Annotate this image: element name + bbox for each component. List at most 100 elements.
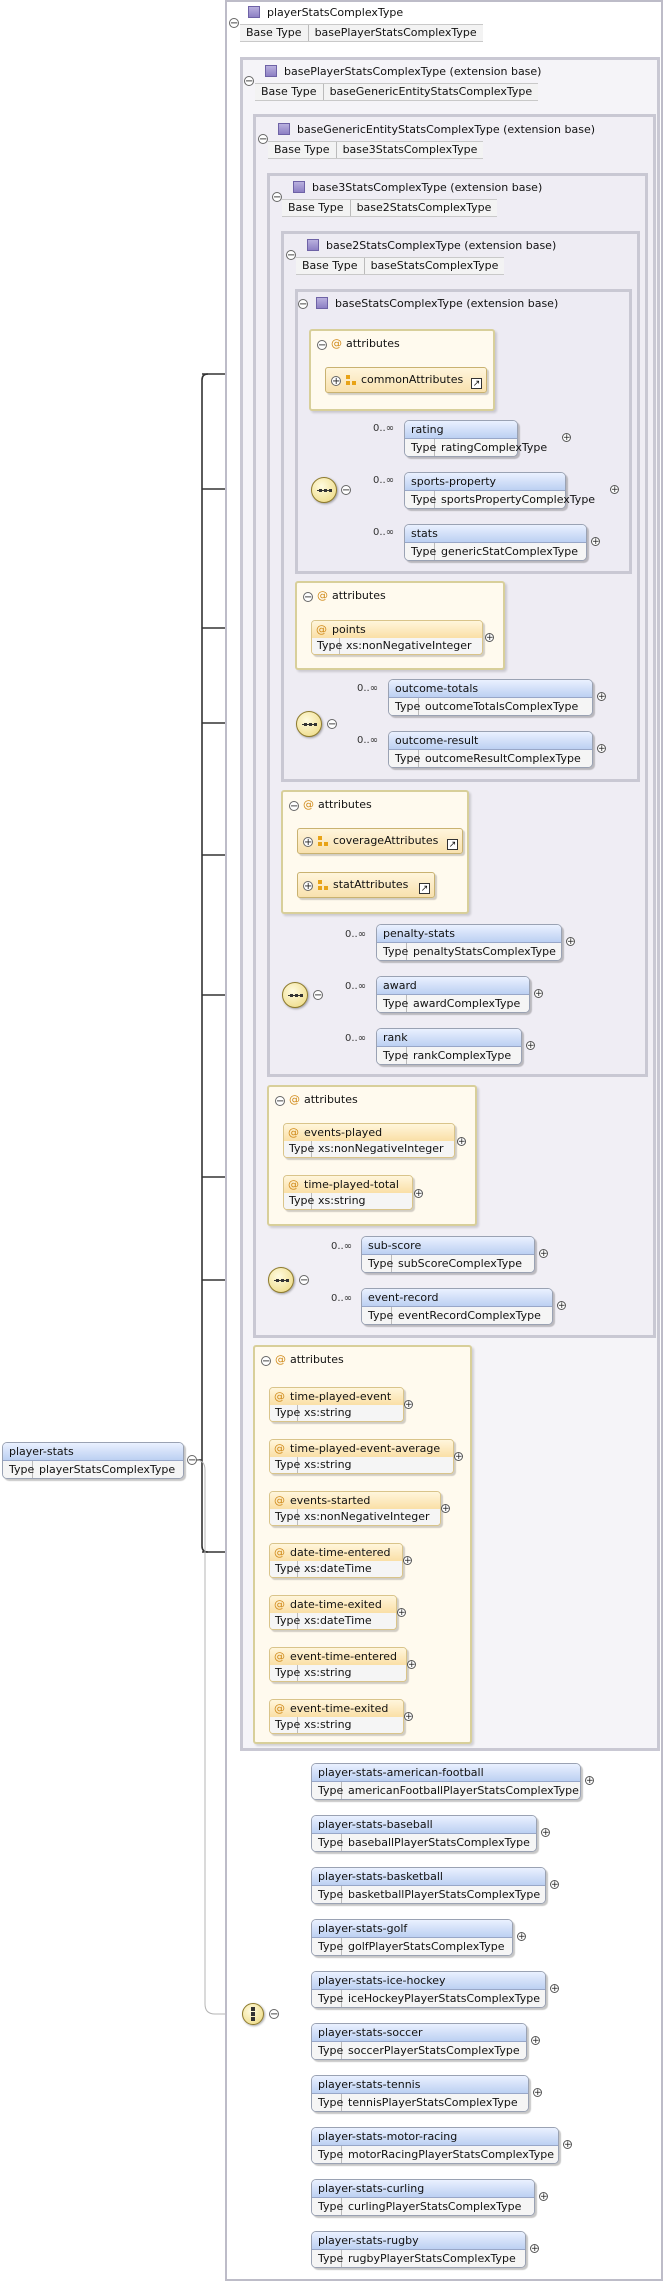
external-link-icon[interactable]: ↗ [447,839,458,850]
attributes-label: attributes [332,589,386,602]
collapse-toggle[interactable]: − [261,1356,271,1367]
expand-toggle[interactable]: + [597,744,606,754]
attribute-icon: @ [317,589,328,602]
expand-toggle[interactable]: + [585,1776,594,1786]
connector-line [195,1459,242,2015]
complex-type-icon [278,123,290,135]
expand-toggle[interactable]: + [530,2244,539,2254]
expand-toggle[interactable]: + [562,433,571,443]
expand-toggle[interactable]: + [533,2088,542,2098]
collapse-toggle[interactable]: − [341,485,351,496]
collapse-toggle[interactable]: − [244,76,254,87]
expand-toggle[interactable]: + [539,2192,548,2202]
nested-type-title: baseStatsComplexType (extension base) [313,295,558,312]
expand-toggle[interactable]: + [526,1041,535,1051]
expand-toggle[interactable]: + [397,1608,406,1618]
expand-toggle[interactable]: + [531,2036,540,2046]
expand-toggle[interactable]: + [563,2140,572,2150]
expand-toggle[interactable]: + [331,376,341,387]
complex-type-icon [265,65,277,77]
expand-toggle[interactable]: + [404,1712,413,1722]
attribute-group-ref[interactable]: + coverageAttributes ↗ [297,828,463,854]
base-type-value: baseGenericEntityStatsComplexType [329,85,533,98]
expand-toggle[interactable]: + [414,1189,423,1199]
collapse-toggle[interactable]: − [269,2009,279,2020]
external-link-icon[interactable]: ↗ [471,378,482,389]
expand-toggle[interactable]: + [303,881,313,892]
expand-toggle[interactable]: + [404,1400,413,1410]
expand-toggle[interactable]: + [457,1137,466,1147]
collapse-toggle[interactable]: − [289,801,299,812]
collapse-toggle[interactable]: − [327,719,337,730]
choice-icon [242,2003,264,2025]
expand-toggle[interactable]: + [454,1452,463,1462]
expand-toggle[interactable]: + [303,837,313,848]
expand-toggle[interactable]: + [517,1932,526,1942]
collapse-toggle[interactable]: − [272,192,282,203]
collapse-toggle[interactable]: − [229,18,239,29]
collapse-toggle[interactable]: − [299,1275,309,1286]
collapse-toggle[interactable]: − [313,990,323,1001]
expand-toggle[interactable]: + [407,1660,416,1670]
expand-toggle[interactable]: + [541,1828,550,1838]
expand-toggle[interactable]: + [534,989,543,999]
attribute-group-ref[interactable]: + statAttributes ↗ [297,872,435,898]
expand-toggle[interactable]: + [597,692,606,702]
collapse-toggle[interactable]: − [303,592,313,603]
expand-toggle[interactable]: + [566,937,575,947]
collapse-toggle[interactable]: − [258,134,268,145]
external-link-icon[interactable]: ↗ [419,883,430,894]
type-value: tennisPlayerStatsComplexType [348,2096,518,2109]
expand-toggle[interactable]: + [610,485,619,495]
expand-toggle[interactable]: + [441,1504,450,1514]
collapse-toggle[interactable]: − [317,340,327,351]
collapse-toggle[interactable]: − [286,250,296,261]
type-key: Type [312,1782,343,1799]
type-key: Type [312,638,342,654]
expand-toggle[interactable]: + [550,1984,559,1994]
expand-toggle[interactable]: + [591,537,600,547]
expand-toggle[interactable]: + [557,1301,566,1311]
collapse-toggle[interactable]: − [275,1096,285,1107]
attributes-group: −@attributes + commonAttributes ↗ [309,329,495,411]
expand-toggle[interactable]: + [539,1249,548,1259]
collapse-toggle[interactable]: − [187,1455,197,1466]
attribute-group-name: statAttributes [333,878,409,891]
collapse-toggle[interactable]: − [298,299,308,310]
expand-toggle[interactable]: + [485,633,494,643]
expand-toggle[interactable]: + [550,1880,559,1890]
expand-toggle[interactable]: + [403,1556,412,1566]
attribute-group-ref[interactable]: + commonAttributes ↗ [325,367,487,393]
